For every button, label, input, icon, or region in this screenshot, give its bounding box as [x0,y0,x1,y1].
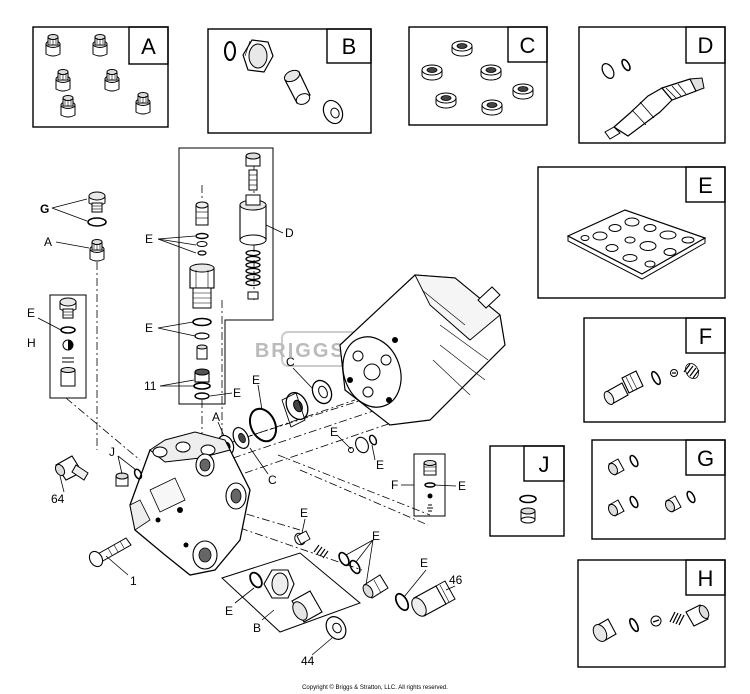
callout-b: B [253,621,261,635]
kit-box-d: D [578,26,726,144]
cap-assembly-parts [249,569,347,640]
callout-e: E [252,373,260,387]
kit-label-j: J [539,452,550,477]
kit-label-f: F [699,324,712,349]
plug-part [592,618,617,642]
relief-stack-parts [59,191,107,387]
valve-part [55,69,71,92]
kit-label-h: H [698,566,714,591]
relief-stack-frame [49,294,87,399]
unloader-stack-parts [239,152,267,300]
callout-e: E [372,529,380,543]
callout-labels: G A D E E E H 11 E C E A C E E J 64 F E … [27,202,466,668]
unloader-valve-part [604,77,705,140]
cap-part [685,604,710,627]
cap-part [242,39,274,73]
callout-e: E [27,306,35,320]
callout-e: E [225,604,233,618]
callout-11: 11 [144,379,157,393]
callout-g: G [40,202,49,216]
callout-e: E [145,232,153,246]
spring-part [313,544,329,559]
seal-part [322,99,344,125]
callout-f: F [391,478,398,492]
check-valve-part [603,370,644,405]
callout-j: J [109,445,115,459]
callout-a: A [44,235,52,249]
valve-stack-frame [178,147,274,405]
callout-46: 46 [449,573,463,587]
kit-box-j: J [489,445,565,537]
seal-part [512,83,534,100]
callout-h: H [27,336,36,350]
kit-box-b: B [207,28,372,134]
callout-e: E [420,556,428,570]
lower-valve-parts [294,530,456,617]
plug-part [607,454,639,476]
valve-part [60,95,76,118]
callout-e: E [233,386,241,400]
copyright-text: Copyright © Briggs & Stratton, LLC. All … [302,684,448,691]
callout-c: C [268,473,277,487]
elbow-fitting [54,455,89,481]
seal-part [480,64,502,81]
unloader-housing-part [239,194,267,246]
kit-box-a: A [32,26,169,128]
callout-1: 1 [130,574,137,588]
seal-part [435,92,457,109]
valve-part [104,69,120,92]
kit-label-c: C [520,33,536,58]
kit-box-c: C [408,26,548,126]
kit-label-d: D [698,33,714,58]
plug-part [664,490,696,513]
spring-part [245,249,261,287]
callout-e: E [376,458,384,472]
callout-44: 44 [301,654,315,668]
o-ring-part [224,41,236,61]
pump-manifold [129,431,251,576]
crankcase-housing [339,274,506,426]
kit-label-a: A [141,34,156,59]
callout-d: D [285,226,294,240]
outlet-fitting [411,580,456,617]
kit-box-f: F [583,317,726,423]
valve-body-part [189,263,215,309]
kit-label-b: B [342,34,357,59]
callout-leaders [37,198,457,656]
spring-part [669,611,685,626]
plug-part [607,495,639,517]
callout-e: E [330,425,338,439]
callout-64: 64 [51,492,65,506]
kit-label-g: G [697,446,714,471]
valve-part [135,92,151,115]
callout-a: A [212,410,220,424]
callout-e: E [458,479,466,493]
callout-c: C [286,355,295,369]
spring-part [683,362,700,380]
f-check-valve-parts [423,460,437,512]
kit-box-h: H [577,559,726,668]
callout-e: E [300,506,308,520]
seal-sheet-part [566,209,707,280]
seal-part [421,64,443,81]
kit-box-e: E [537,166,726,299]
seal-part [481,99,503,116]
kit-label-e: E [698,173,713,198]
plunger-guide-part [283,69,311,105]
valve-stack-parts [189,201,215,400]
valve-part [45,34,61,57]
callout-e: E [145,321,153,335]
kit-box-g: G [591,439,726,540]
cap-assembly-frame [221,552,361,633]
seal-part [451,40,473,57]
valve-part [92,34,108,57]
plug-part [520,507,536,524]
manifold-bolt [88,537,132,568]
